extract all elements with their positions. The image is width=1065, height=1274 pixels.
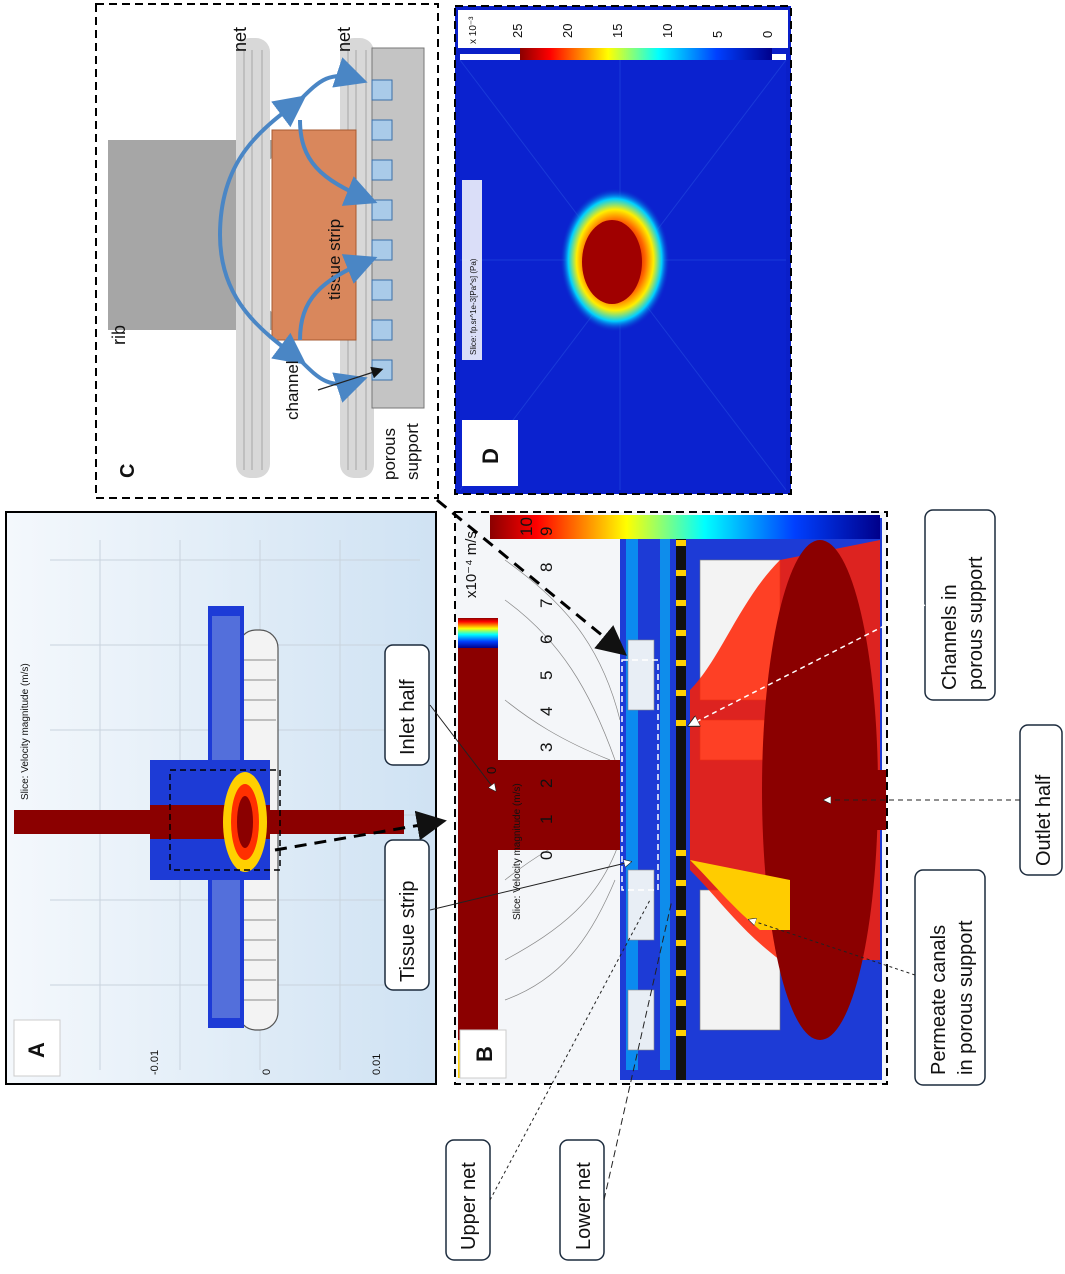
d-tick-20: 20 [560, 24, 575, 38]
panel-d-slice-box [462, 180, 482, 360]
zoom-connectors [274, 498, 627, 852]
panel-a-letter: A [24, 1042, 49, 1058]
upper-net [236, 38, 270, 478]
callout-inlet-half: Inlet half [397, 679, 419, 755]
b-tick-2: 2 [537, 779, 556, 788]
panel-a-tick-2: 0.01 [371, 1054, 383, 1075]
label-channel: channel [283, 360, 302, 420]
b-tick-10: 10 [517, 517, 536, 536]
inlet-channel [458, 618, 498, 1078]
callout-upper-net: Upper net [458, 1162, 480, 1250]
support-pores [676, 540, 686, 1036]
flow-arrows [218, 57, 378, 403]
zoom-box-a [169, 769, 281, 871]
panel-b: x10⁻⁴ m/s 0 1 2 3 4 5 6 7 8 9 10 Slice: … [454, 511, 888, 1085]
b-tick-4: 4 [537, 707, 556, 716]
panel-d-letter-box [462, 420, 518, 486]
d-tick-10: 10 [660, 24, 675, 38]
panel-d-colorbar-bg [458, 10, 788, 48]
inlet-jet [498, 760, 638, 850]
callout-tissue-strip: Tissue strip [397, 880, 419, 982]
label-net-upper: net [230, 27, 250, 52]
b-tick-0: 0 [537, 851, 556, 860]
device-stripes [240, 659, 276, 1001]
support-channels [371, 79, 393, 381]
callout-outlet-half: Outlet half [1033, 774, 1055, 866]
label-porous-2: support [403, 423, 422, 480]
panel-b-colorbar-unit: x10⁻⁴ m/s [463, 531, 480, 598]
channel-pointer [317, 366, 384, 391]
d-tick-0b: 0 [760, 31, 775, 38]
label-rib: rib [109, 325, 129, 345]
d-tick-5: 5 [710, 31, 725, 38]
panel-b-letter: B [472, 1046, 497, 1062]
b-tick-9: 9 [537, 527, 556, 536]
rib-shape [108, 140, 300, 330]
callout-tissue-strip-box [384, 839, 430, 991]
callout-permeate-2: in porous support [955, 920, 977, 1075]
b-tick-7: 7 [537, 599, 556, 608]
panel-a: Slice: Velocity magnitude (m/s) -0.01 0 … [5, 511, 437, 1085]
b-tick-1: 1 [537, 815, 556, 824]
panel-d: x 10⁻³ 0 0 5 10 15 20 25 Slice: fp.sr^1e… [454, 5, 792, 774]
rib-blocks [627, 639, 655, 1051]
panel-c-letter: C [117, 464, 139, 478]
porous-support-line [676, 518, 686, 1080]
porous-support [371, 47, 425, 409]
d-tick-15: 15 [610, 24, 625, 38]
b-tick-5: 5 [537, 671, 556, 680]
callout-channels-2: porous support [965, 556, 987, 690]
label-tissue-strip: tissue strip [325, 219, 344, 300]
panel-d-colorbar-ticks: 0 [484, 767, 499, 774]
panel-d-colorbar [520, 48, 772, 60]
callout-permeate-box [914, 869, 986, 1086]
callout-lower-net: Lower net [573, 1162, 595, 1250]
stress-core [582, 220, 642, 304]
outlet-core [762, 540, 878, 1040]
callout-inlet-half-box [384, 644, 430, 766]
callout-channels-1: Channels in [939, 584, 961, 690]
b-tick-8: 8 [537, 563, 556, 572]
panel-d-letter: D [478, 448, 503, 464]
panel-a-letter-box [13, 1019, 61, 1077]
b-tick-3: 3 [537, 743, 556, 752]
panel-b-colorbar-ticks: 0 1 2 3 4 5 6 7 8 9 10 [517, 517, 556, 860]
panel-c: rib net net tissue strip channel porous [95, 3, 439, 499]
panel-a-slice-title: Slice: Velocity magnitude (m/s) [20, 663, 31, 800]
callout-permeate-1: Permeate canals [928, 925, 950, 1075]
d-tick-0: 0 [484, 767, 499, 774]
callouts: Inlet half Tissue strip Upper net Lower … [384, 509, 1063, 1261]
panel-b-slice-title: Slice: Velocity magnitude (m/s) [512, 783, 523, 920]
panel-d-slice-title: Slice: fp.sr^1e-3[Pa^s] (Pa) [469, 258, 478, 355]
panel-b-colorbar [490, 515, 880, 539]
panel-a-tick-1: 0 [261, 1069, 273, 1075]
panel-b-letter-box [459, 1029, 507, 1079]
label-net-lower: net [334, 27, 354, 52]
d-tick-25: 25 [510, 24, 525, 38]
label-porous-1: porous [380, 428, 399, 480]
zoom-box-b [621, 659, 659, 891]
b-tick-6: 6 [537, 635, 556, 644]
panel-d-colorbar-exponent: x 10⁻³ [468, 16, 479, 44]
panel-a-tick-0: -0.01 [149, 1050, 161, 1075]
